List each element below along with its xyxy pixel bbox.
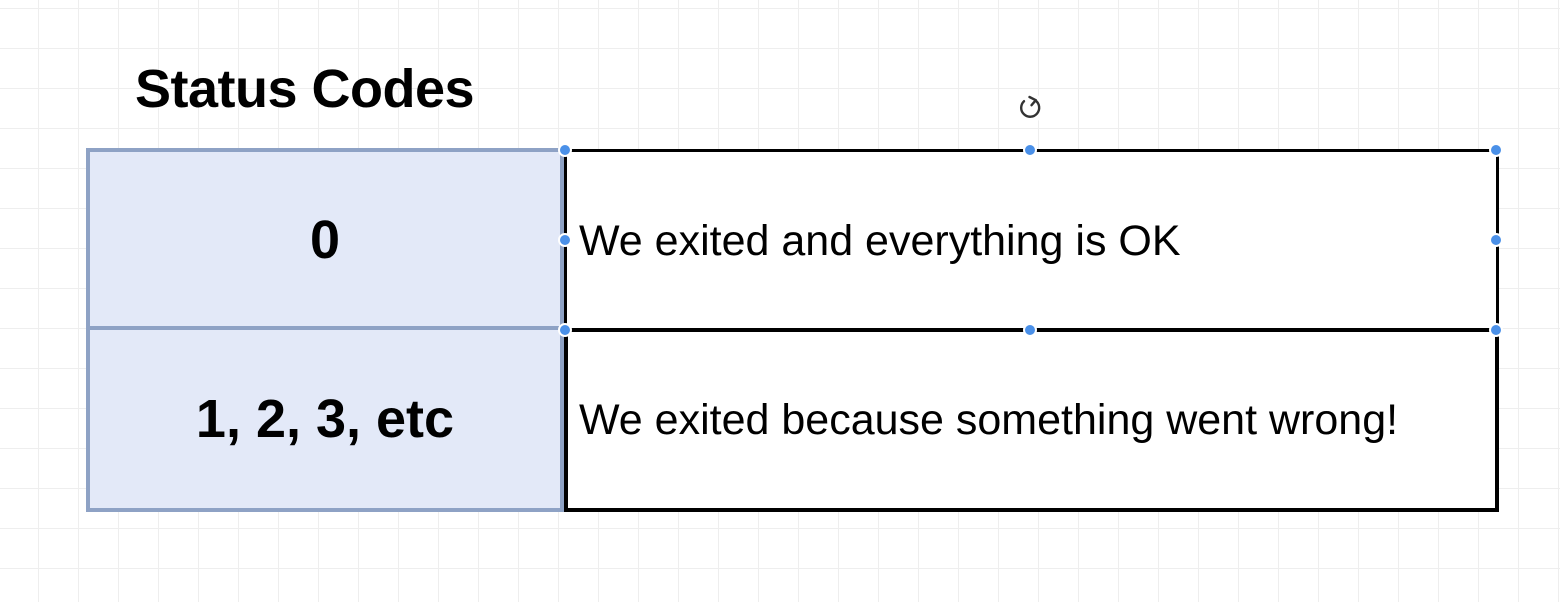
- resize-handle-icon[interactable]: [558, 143, 572, 157]
- description-cell-0-selected[interactable]: We exited and everything is OK: [564, 149, 1499, 331]
- status-code-label: 1, 2, 3, etc: [195, 389, 455, 449]
- resize-handle-icon[interactable]: [558, 323, 572, 337]
- status-code-cell-1[interactable]: 1, 2, 3, etc: [86, 326, 564, 512]
- resize-handle-icon[interactable]: [1489, 143, 1503, 157]
- description-label: We exited because something went wrong!: [579, 395, 1399, 444]
- description-cell-1[interactable]: We exited because something went wrong!: [564, 328, 1499, 512]
- resize-handle-icon[interactable]: [1489, 233, 1503, 247]
- resize-handle-icon[interactable]: [1023, 143, 1037, 157]
- resize-handle-icon[interactable]: [1489, 323, 1503, 337]
- diagram-title[interactable]: Status Codes: [135, 59, 475, 119]
- status-code-cell-0[interactable]: 0: [86, 148, 564, 332]
- resize-handle-icon[interactable]: [558, 233, 572, 247]
- rotate-icon[interactable]: [1013, 91, 1047, 125]
- status-code-label: 0: [309, 210, 341, 270]
- description-label: We exited and everything is OK: [579, 217, 1181, 265]
- resize-handle-icon[interactable]: [1023, 323, 1037, 337]
